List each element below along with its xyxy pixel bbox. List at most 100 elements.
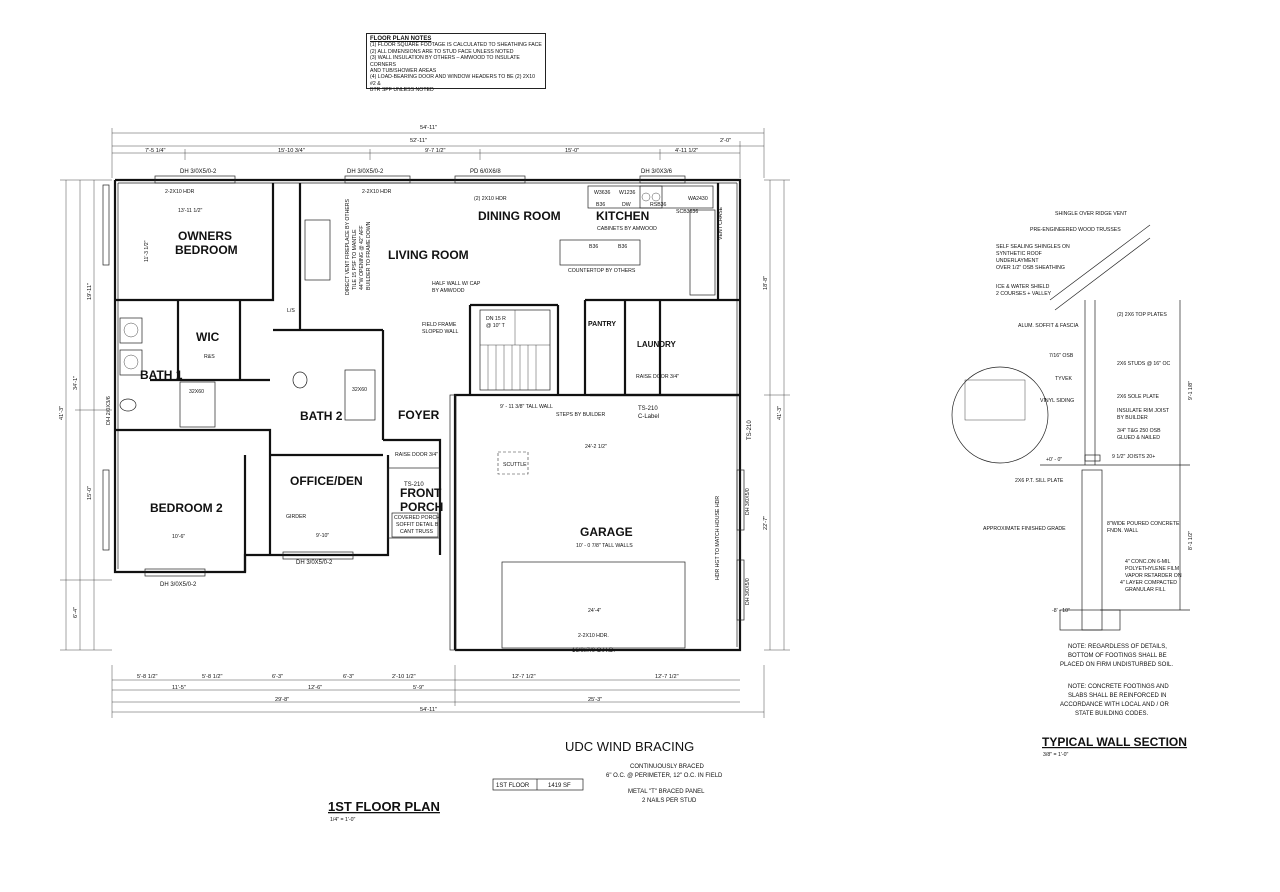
sec-conc-3: VAPOR RETARDER ON bbox=[1125, 573, 1182, 579]
room-porch: PORCH bbox=[400, 500, 443, 514]
cab-dw: DW bbox=[622, 202, 631, 208]
label-fireplace-4: BUILDER TO FRAME DOWN bbox=[366, 221, 372, 290]
dim-seg-2: 15'-10 3/4" bbox=[278, 148, 305, 154]
bracing-line-4: 2 NAILS PER STUD bbox=[642, 798, 697, 804]
label-tall-wall: 9' - 11 3/8" TALL WALL bbox=[500, 404, 553, 410]
cab-b36: B36 bbox=[596, 202, 605, 208]
label-win-owner: DH 3/0X5/0-2 bbox=[180, 169, 217, 175]
sec-note-1c: PLACED ON FIRM UNDISTURBED SOIL. bbox=[1060, 662, 1173, 668]
dim-right-a: 18'-8" bbox=[763, 276, 769, 290]
window-living bbox=[344, 175, 411, 184]
dim-bot-a: 29'-8" bbox=[275, 697, 289, 703]
window-kitchen bbox=[639, 175, 686, 184]
window-garage-2 bbox=[736, 559, 745, 621]
sec-zero: +0' - 0" bbox=[1046, 457, 1062, 463]
room-foyer: FOYER bbox=[398, 408, 440, 422]
dim-bot-b: 25'-3" bbox=[588, 697, 602, 703]
sec-tg-2: GLUED & NAILED bbox=[1117, 435, 1160, 441]
cab-w1236: W1236 bbox=[619, 190, 636, 196]
sec-height-2: 8'-1 1/2" bbox=[1188, 531, 1194, 550]
sec-note-1b: BOTTOM OF FOOTINGS SHALL BE bbox=[1068, 653, 1167, 659]
sec-conc-5: GRANULAR FILL bbox=[1125, 587, 1166, 593]
room-wic: WIC bbox=[196, 330, 220, 344]
right-dimensions: 41'-3" 18'-8" 22'-7" bbox=[763, 179, 790, 651]
dim-bot-d: 12'-6" bbox=[308, 685, 322, 691]
label-countertop: COUNTERTOP BY OTHERS bbox=[568, 268, 636, 274]
dim-top-right: 2'-0" bbox=[720, 138, 731, 144]
dim-bot-2: 5'-8 1/2" bbox=[202, 674, 222, 680]
label-half-wall: HALF WALL W/ CAP bbox=[432, 281, 481, 287]
label-covered-3: CANT TRUSS bbox=[400, 529, 433, 535]
sec-shingles-3: UNDERLAYMENT bbox=[996, 258, 1039, 264]
dim-left-b: 34'-1" bbox=[73, 376, 79, 390]
dim-bot-c: 11'-5" bbox=[172, 685, 186, 691]
sec-note-2a: NOTE: CONCRETE FOOTINGS AND bbox=[1068, 684, 1169, 690]
dim-bot-3: 6'-3" bbox=[272, 674, 283, 680]
plan-annotations: DH 3/0X5/0-2 DH 3/0X5/0-2 PD 6/0X6/8 DH … bbox=[144, 169, 753, 654]
dim-right-overall: 41'-3" bbox=[777, 406, 783, 420]
plan-scale: 1/4" = 1'-0" bbox=[330, 817, 355, 823]
sec-conc-1: 4" CONC.ON 6-MIL bbox=[1125, 559, 1170, 565]
dim-bot-5: 2'-10 1/2" bbox=[392, 674, 416, 680]
sec-wall-1: 8"WIDE POURED CONCRETE bbox=[1107, 521, 1180, 527]
scuttle-outline bbox=[497, 451, 529, 475]
label-sloped-wall: SLOPED WALL bbox=[422, 329, 459, 335]
room-bedroom2: BEDROOM 2 bbox=[150, 501, 223, 515]
sec-vinyl: VINYL SIDING bbox=[1040, 398, 1074, 404]
dim-left-a: 19'-11" bbox=[87, 283, 93, 300]
sec-rim-2: BY BUILDER bbox=[1117, 415, 1148, 421]
label-fireplace-2: TILE 15 PSF TO MANTLE bbox=[352, 229, 358, 290]
label-steps: STEPS BY BUILDER bbox=[556, 412, 605, 418]
label-raise-door: RAISE DOOR 3/4" bbox=[636, 374, 679, 380]
room-office: OFFICE/DEN bbox=[290, 474, 363, 488]
covered-porch-box bbox=[391, 512, 439, 538]
sec-note-2d: STATE BUILDING CODES. bbox=[1075, 711, 1148, 717]
window-bedroom2 bbox=[144, 568, 206, 577]
room-labels: OWNERS BEDROOM LIVING ROOM DINING ROOM K… bbox=[140, 209, 676, 539]
sec-note-1a: NOTE: REGARDLESS OF DETAILS, bbox=[1068, 644, 1167, 650]
sec-height-1: 9'-1 1/8" bbox=[1188, 381, 1194, 400]
cab-wa: WA2430 bbox=[688, 196, 708, 202]
dim-seg-4: 15'-0" bbox=[565, 148, 579, 154]
sec-height-3: -8' - 10" bbox=[1052, 608, 1070, 614]
label-girder: GIRDER bbox=[286, 514, 306, 520]
kitchen-cabinets: W3636 W1236 B36 DW RSB36 B36 B36 SCB3636… bbox=[559, 185, 716, 296]
label-garage-walls: 10' - 0 7/8" TALL WALLS bbox=[576, 543, 633, 549]
garage-door bbox=[501, 561, 686, 649]
note-line: (2) ALL DIMENSIONS ARE TO STUD FACE UNLE… bbox=[370, 48, 514, 55]
dim-top-sub: 52'-11" bbox=[410, 138, 427, 144]
floor-plan-notes: FLOOR PLAN NOTES (1) FLOOR SQUARE FOOTAG… bbox=[366, 33, 546, 93]
window-office bbox=[282, 551, 354, 560]
room-bath1: BATH 1 bbox=[140, 368, 183, 382]
bracing-sf: 1419 SF bbox=[548, 783, 571, 789]
label-pd: PD 6/0X6/8 bbox=[470, 169, 501, 175]
room-bath2: BATH 2 bbox=[300, 409, 343, 423]
label-owner-height: 11'-3 1/2" bbox=[144, 240, 150, 262]
dim-left-c: 15'-0" bbox=[87, 486, 93, 500]
note-line: AND TUB/SHOWER AREAS bbox=[370, 68, 437, 75]
cab-rsb: RSB36 bbox=[650, 202, 667, 208]
cab-b36-island2: B36 bbox=[618, 244, 627, 250]
porch-outline bbox=[387, 467, 441, 539]
sec-rim-1: INSULATE RIM JOIST bbox=[1117, 408, 1170, 414]
sec-shingles-4: OVER 1/2" OSB SHEATHING bbox=[996, 265, 1065, 271]
label-hdr-owner: 2-2X10 HDR bbox=[165, 189, 195, 195]
windows bbox=[144, 175, 745, 649]
dim-top-overall: 54'-11" bbox=[420, 125, 437, 131]
sec-top-plates: (2) 2X6 TOP PLATES bbox=[1117, 312, 1167, 318]
sec-shingle-vent: SHINGLE OVER RIDGE VENT bbox=[1055, 211, 1128, 217]
label-owner-width: 13'-11 1/2" bbox=[178, 208, 203, 214]
sec-ice-2: 2 COURSES + VALLEY bbox=[996, 291, 1052, 297]
bracing-line-2: 6" O.C. @ PERIMETER, 12" O.C. IN FIELD bbox=[606, 773, 723, 779]
room-kitchen: KITCHEN bbox=[596, 209, 649, 223]
dim-seg-1: 7'-5 1/4" bbox=[145, 148, 165, 154]
sec-wall-2: FNDN. WALL bbox=[1107, 528, 1138, 534]
label-dh-garage-2: DH 3/0X5/0 bbox=[745, 578, 751, 605]
wind-bracing: UDC WIND BRACING CONTINUOUSLY BRACED 6" … bbox=[492, 739, 723, 804]
label-ts210-c: TS-210 bbox=[747, 420, 753, 440]
sec-soffit: ALUM. SOFFIT & FASCIA bbox=[1018, 323, 1079, 329]
notes-title: FLOOR PLAN NOTES bbox=[370, 36, 432, 42]
bracing-floor: 1ST FLOOR bbox=[496, 783, 530, 789]
label-dh-bed2: DH 3/0X5/0-2 bbox=[160, 582, 197, 588]
